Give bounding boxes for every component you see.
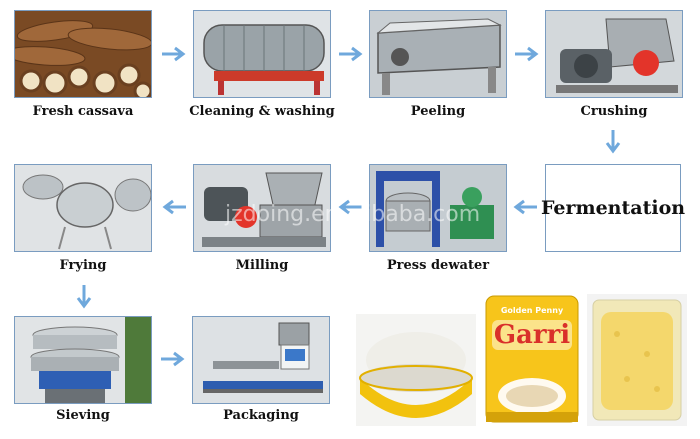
step-label-sieving: Sieving	[56, 408, 110, 423]
step-label-press: Press dewater	[386, 258, 490, 273]
arrow-down-icon	[76, 285, 92, 309]
frying-image	[14, 164, 152, 252]
arrow-down-icon	[605, 130, 621, 154]
garri-package-photo: Golden Penny Garri	[482, 292, 582, 426]
sieving-image	[14, 316, 152, 404]
fresh-cassava-image	[14, 10, 152, 98]
arrow-right-icon	[515, 46, 539, 62]
watermark-text: jzdoing.en.alibaba.com	[225, 202, 481, 227]
garri-bowl-photo	[356, 314, 476, 426]
crushing-image	[545, 10, 683, 98]
arrow-left-icon	[338, 199, 362, 215]
step-label-crushing: Crushing	[580, 104, 648, 119]
garri-bag-photo	[587, 294, 687, 426]
step-label-cleaning: Cleaning & washing	[189, 104, 335, 119]
arrow-right-icon	[339, 46, 363, 62]
arrow-left-icon	[162, 199, 186, 215]
peeling-image	[369, 10, 507, 98]
packaging-image	[192, 316, 330, 404]
step-label-peeling: Peeling	[410, 104, 466, 119]
press-dewater-image	[369, 164, 507, 252]
package-brand-top: Golden Penny	[500, 306, 564, 315]
step-label-packaging: Packaging	[223, 408, 299, 423]
package-brand-main: Garri	[493, 320, 571, 350]
cleaning-washing-image	[193, 10, 331, 98]
step-label-fresh-cassava: Fresh cassava	[32, 104, 134, 119]
arrow-left-icon	[513, 199, 537, 215]
step-label-frying: Frying	[59, 258, 107, 273]
arrow-right-icon	[161, 351, 185, 367]
step-fermentation: Fermentation	[541, 164, 685, 252]
step-label-milling: Milling	[235, 258, 289, 273]
arrow-right-icon	[162, 46, 186, 62]
milling-image	[193, 164, 331, 252]
